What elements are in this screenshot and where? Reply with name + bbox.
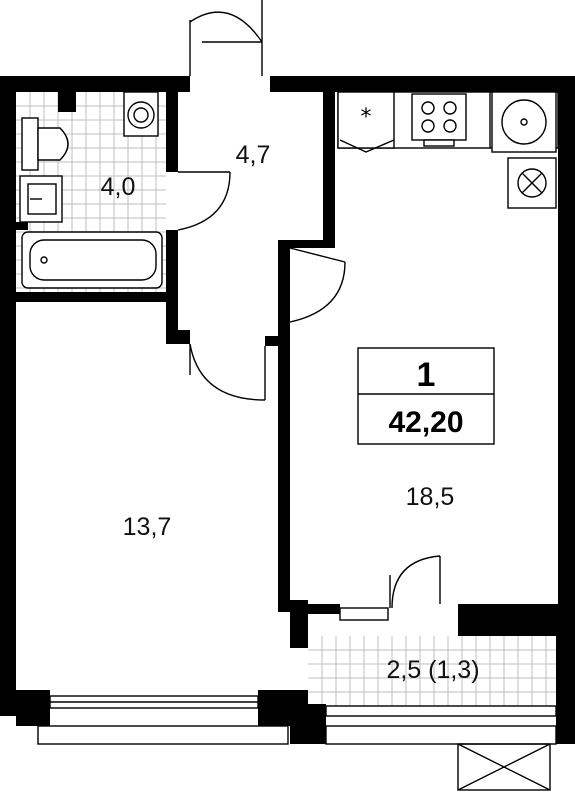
apartment-badge: 1 42,20 xyxy=(357,347,495,445)
total-area: 42,20 xyxy=(388,406,463,439)
doors xyxy=(177,0,441,609)
stove-icon xyxy=(411,93,467,147)
area-bathroom: 4,0 xyxy=(101,173,136,201)
sink-icon xyxy=(19,175,63,223)
balcony-tiles xyxy=(308,636,560,706)
svg-text:*: * xyxy=(361,105,372,130)
bathtub-icon xyxy=(21,231,163,289)
rooms-count: 1 xyxy=(417,356,436,394)
fridge-icon: * xyxy=(337,91,395,153)
windows xyxy=(37,607,557,745)
walls xyxy=(0,76,575,744)
hood-icon xyxy=(507,157,557,209)
washbasin-top-icon xyxy=(123,91,159,137)
area-balcony: 2,5 (1,3) xyxy=(386,656,479,684)
ventilation-shaft-icon xyxy=(457,743,551,791)
area-hall: 4,7 xyxy=(236,141,271,169)
toilet-icon xyxy=(21,117,69,171)
area-kitchen-living: 18,5 xyxy=(406,483,455,511)
kitchen-sink-icon xyxy=(491,91,557,153)
area-bedroom: 13,7 xyxy=(123,513,172,541)
